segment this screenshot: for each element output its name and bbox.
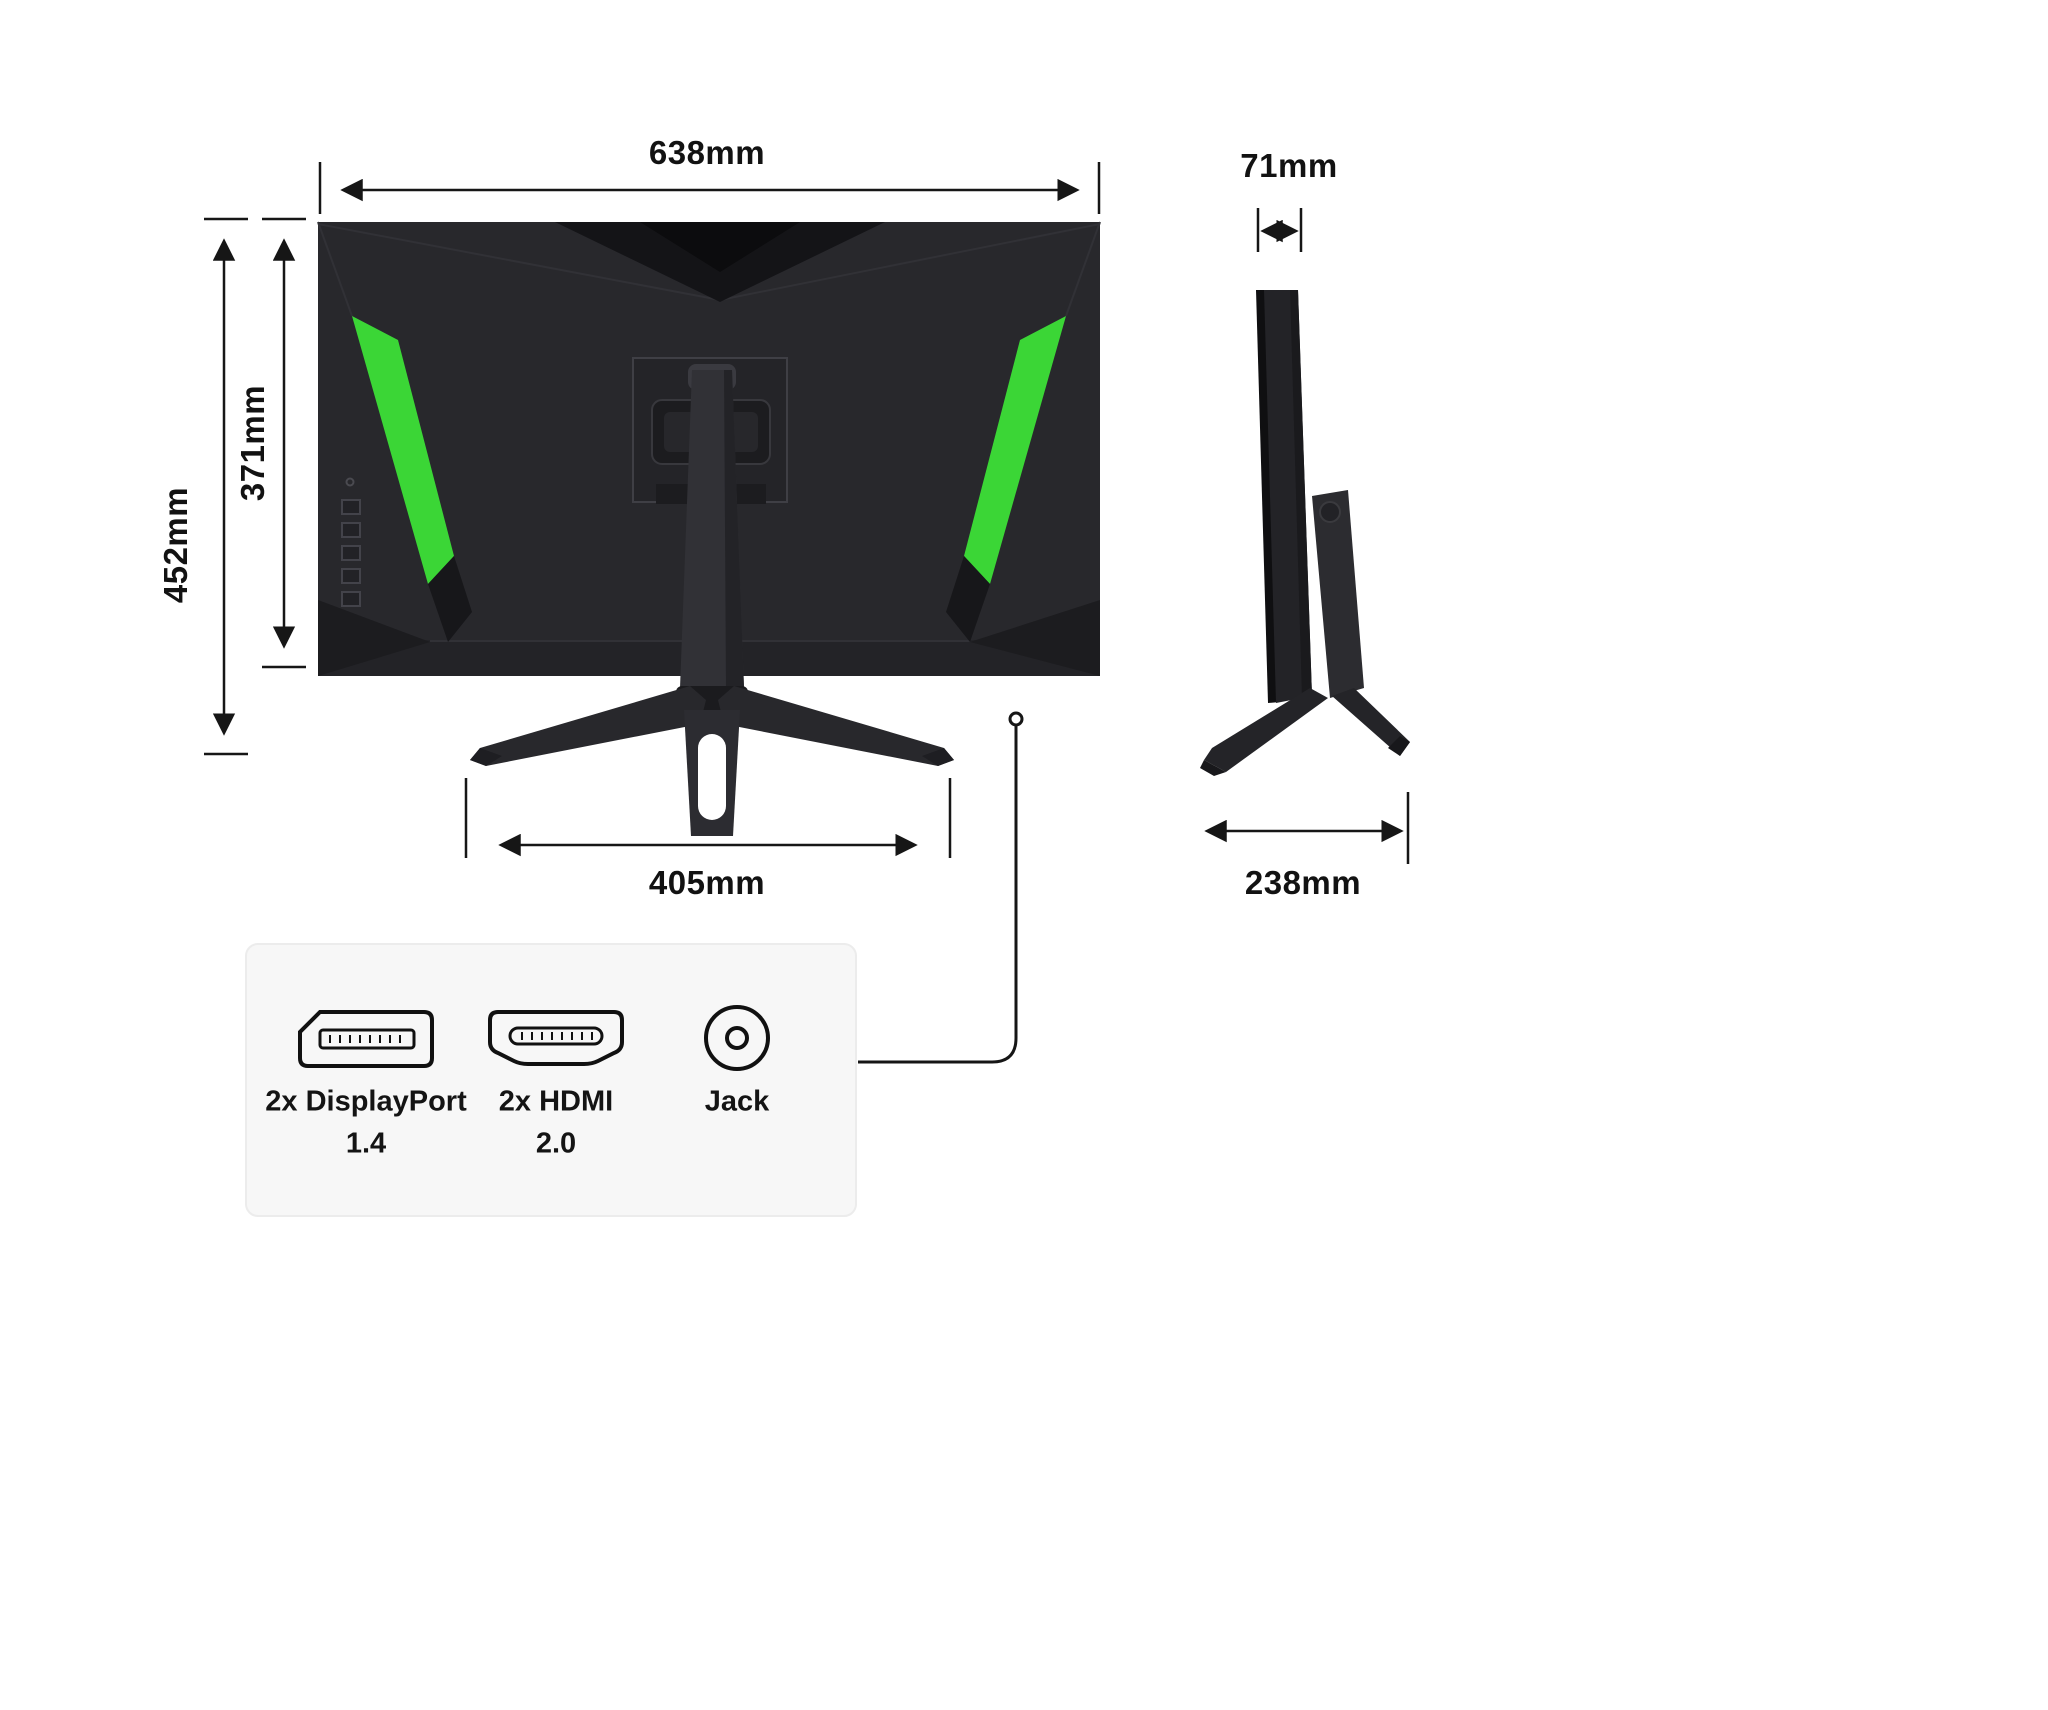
dimension-line-front-width — [318, 162, 1101, 214]
hdmi-label: 2x HDMI — [498, 1085, 614, 1118]
base-depth-label: 238mm — [1244, 864, 1362, 901]
hdmi-version: 2.0 — [535, 1127, 577, 1160]
right-green-accent — [964, 316, 1066, 584]
dimension-line-stand-width — [464, 778, 952, 858]
dimension-line-base-depth — [1204, 792, 1410, 864]
monitor-rear-view — [317, 221, 1101, 836]
hdmi-icon — [488, 1010, 624, 1066]
dimension-line-screen-height — [262, 217, 306, 669]
osd-buttons — [341, 477, 361, 607]
side-thickness-label: 71mm — [1240, 147, 1338, 184]
displayport-label: 2x DisplayPort — [265, 1085, 467, 1118]
stand-width-label: 405mm — [648, 864, 766, 901]
jack-callout-line — [858, 711, 1024, 1064]
displayport-icon — [298, 1010, 434, 1068]
screen-height-label: 371mm — [234, 384, 271, 502]
dimension-line-total-height — [204, 217, 248, 756]
stand-lower-column — [684, 710, 740, 836]
front-width-label: 638mm — [648, 134, 766, 171]
displayport-version: 1.4 — [345, 1127, 387, 1160]
jack-icon — [704, 1005, 770, 1071]
total-height-label: 452mm — [157, 486, 194, 604]
ports-panel — [245, 943, 857, 1217]
left-green-accent — [352, 316, 454, 584]
stand-legs — [470, 686, 954, 766]
monitor-side-view — [1200, 290, 1410, 776]
dimension-line-side-thickness — [1256, 208, 1303, 252]
jack-label: Jack — [704, 1085, 770, 1118]
